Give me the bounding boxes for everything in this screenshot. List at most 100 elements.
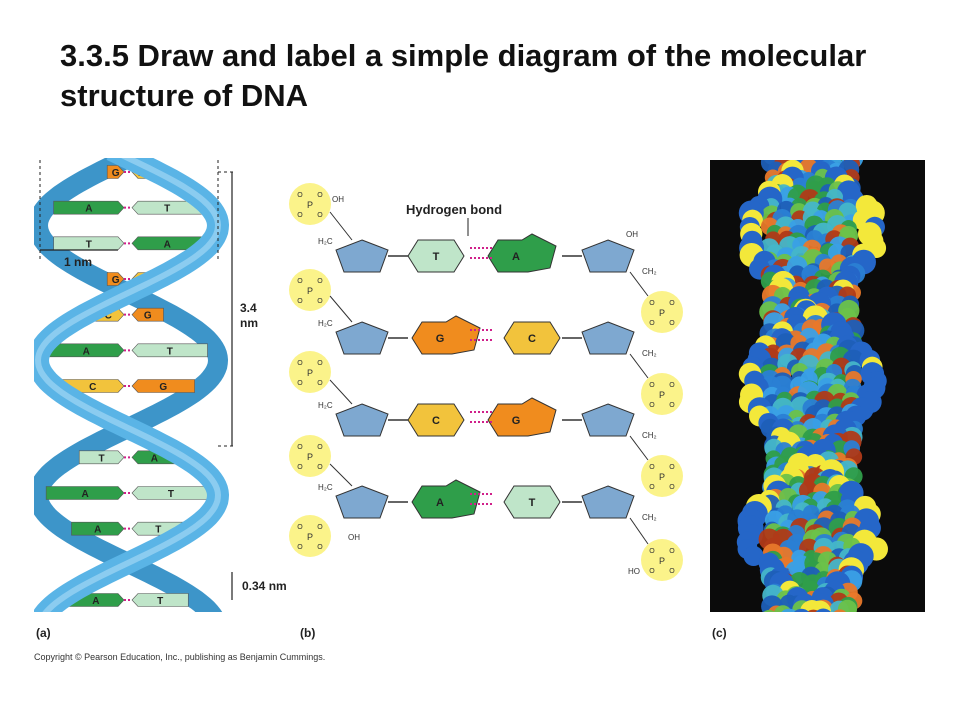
base-letter: C: [432, 415, 440, 427]
base-T: [78, 450, 125, 465]
phosphate-left: [289, 351, 331, 393]
backbone-atom: [815, 608, 832, 612]
phosphate-o: O: [649, 320, 655, 327]
phosphate-p: P: [307, 286, 313, 296]
phosphate-o: O: [649, 464, 655, 471]
base-letter: A: [164, 239, 171, 250]
atom: [777, 142, 793, 158]
atom: [791, 141, 809, 159]
phosphate-o: O: [669, 382, 675, 389]
base-letter: T: [164, 204, 170, 215]
phosphate-left: [289, 515, 331, 557]
atom: [795, 610, 805, 612]
panel-a-label: (a): [36, 626, 51, 640]
phosphate-o: O: [317, 380, 323, 387]
atom: [817, 138, 836, 157]
base-letter: G: [112, 168, 120, 179]
ch2-label: CH₂: [642, 349, 657, 358]
phosphate-right: [641, 291, 683, 333]
panel-c-space-filling-model: [710, 136, 925, 612]
base-C: [503, 321, 561, 355]
base-letter: G: [144, 311, 152, 322]
phosphate-p: P: [307, 532, 313, 542]
ch2-label: CH₂: [642, 513, 657, 522]
phosphate-o: O: [317, 464, 323, 471]
atom: [816, 609, 831, 612]
base-C: [407, 403, 465, 437]
phosphate-o: O: [317, 360, 323, 367]
sugar-right: [581, 485, 635, 519]
base-G: [106, 165, 125, 179]
atom: [844, 160, 852, 161]
base-G: [487, 397, 557, 437]
atom: [763, 609, 775, 612]
base-letter: A: [81, 489, 88, 500]
base-A: [53, 200, 125, 215]
base-letter: T: [99, 453, 105, 464]
base-G: [131, 307, 164, 322]
base-letter: G: [512, 415, 521, 427]
phosphate-p: P: [659, 308, 665, 318]
phosphate-o: O: [649, 568, 655, 575]
base-T: [131, 486, 211, 500]
phosphate-o: O: [669, 464, 675, 471]
phosphate-o: O: [317, 544, 323, 551]
oh-label: OH: [332, 195, 344, 204]
phosphate-p: P: [659, 556, 665, 566]
phosphate-o: O: [317, 298, 323, 305]
base-T: [131, 593, 189, 607]
h2c-label: H₂C: [318, 319, 333, 328]
base-letter: G: [436, 333, 445, 345]
phosphate-o: O: [297, 544, 303, 551]
atom: [781, 608, 798, 612]
phosphate-o: O: [649, 382, 655, 389]
base-letter: C: [89, 382, 96, 393]
phosphate-o: O: [317, 212, 323, 219]
phosphate-o: O: [669, 484, 675, 491]
ho-label: HO: [628, 567, 640, 576]
phosphate-o: O: [649, 484, 655, 491]
backbone-atom: [743, 545, 764, 567]
helix-strand-back: [34, 158, 229, 612]
sugar-left: [335, 239, 389, 273]
backbone-link-right: [629, 271, 649, 545]
h2c-label: H₂C: [318, 401, 333, 410]
atom: [837, 599, 858, 612]
base-letter: A: [94, 525, 101, 536]
phosphate-o: O: [649, 548, 655, 555]
phosphate-o: O: [317, 524, 323, 531]
base-A: [487, 233, 557, 273]
pitch-unit: nm: [240, 316, 258, 330]
ch2-label: CH₂: [642, 431, 657, 440]
base-letter: G: [112, 275, 120, 286]
phosphate-o: O: [297, 380, 303, 387]
base-T: [53, 236, 125, 251]
oh-label: OH: [348, 533, 360, 542]
h2c-label: H₂C: [318, 237, 333, 246]
sugar-right: [581, 403, 635, 437]
base-letter: T: [168, 489, 174, 500]
phosphate-p: P: [659, 390, 665, 400]
base-A: [411, 479, 481, 519]
sugar-left: [335, 321, 389, 355]
phosphate-o: O: [317, 192, 323, 199]
base-T: [407, 239, 465, 273]
atom: [773, 605, 792, 612]
phosphate-o: O: [297, 360, 303, 367]
phosphate-o: O: [297, 192, 303, 199]
atom: [825, 136, 847, 158]
oh-label: OH: [626, 230, 638, 239]
base-G: [411, 315, 481, 355]
base-letter: T: [433, 251, 440, 263]
base-letter: A: [85, 204, 92, 215]
atom: [765, 142, 782, 159]
base-letter: A: [436, 497, 444, 509]
backbone-link-left: [329, 211, 353, 487]
base-letter: C: [528, 333, 536, 345]
base-G: [131, 379, 195, 393]
phosphate-o: O: [649, 300, 655, 307]
base-letter: T: [86, 239, 92, 250]
base-A: [131, 236, 203, 251]
